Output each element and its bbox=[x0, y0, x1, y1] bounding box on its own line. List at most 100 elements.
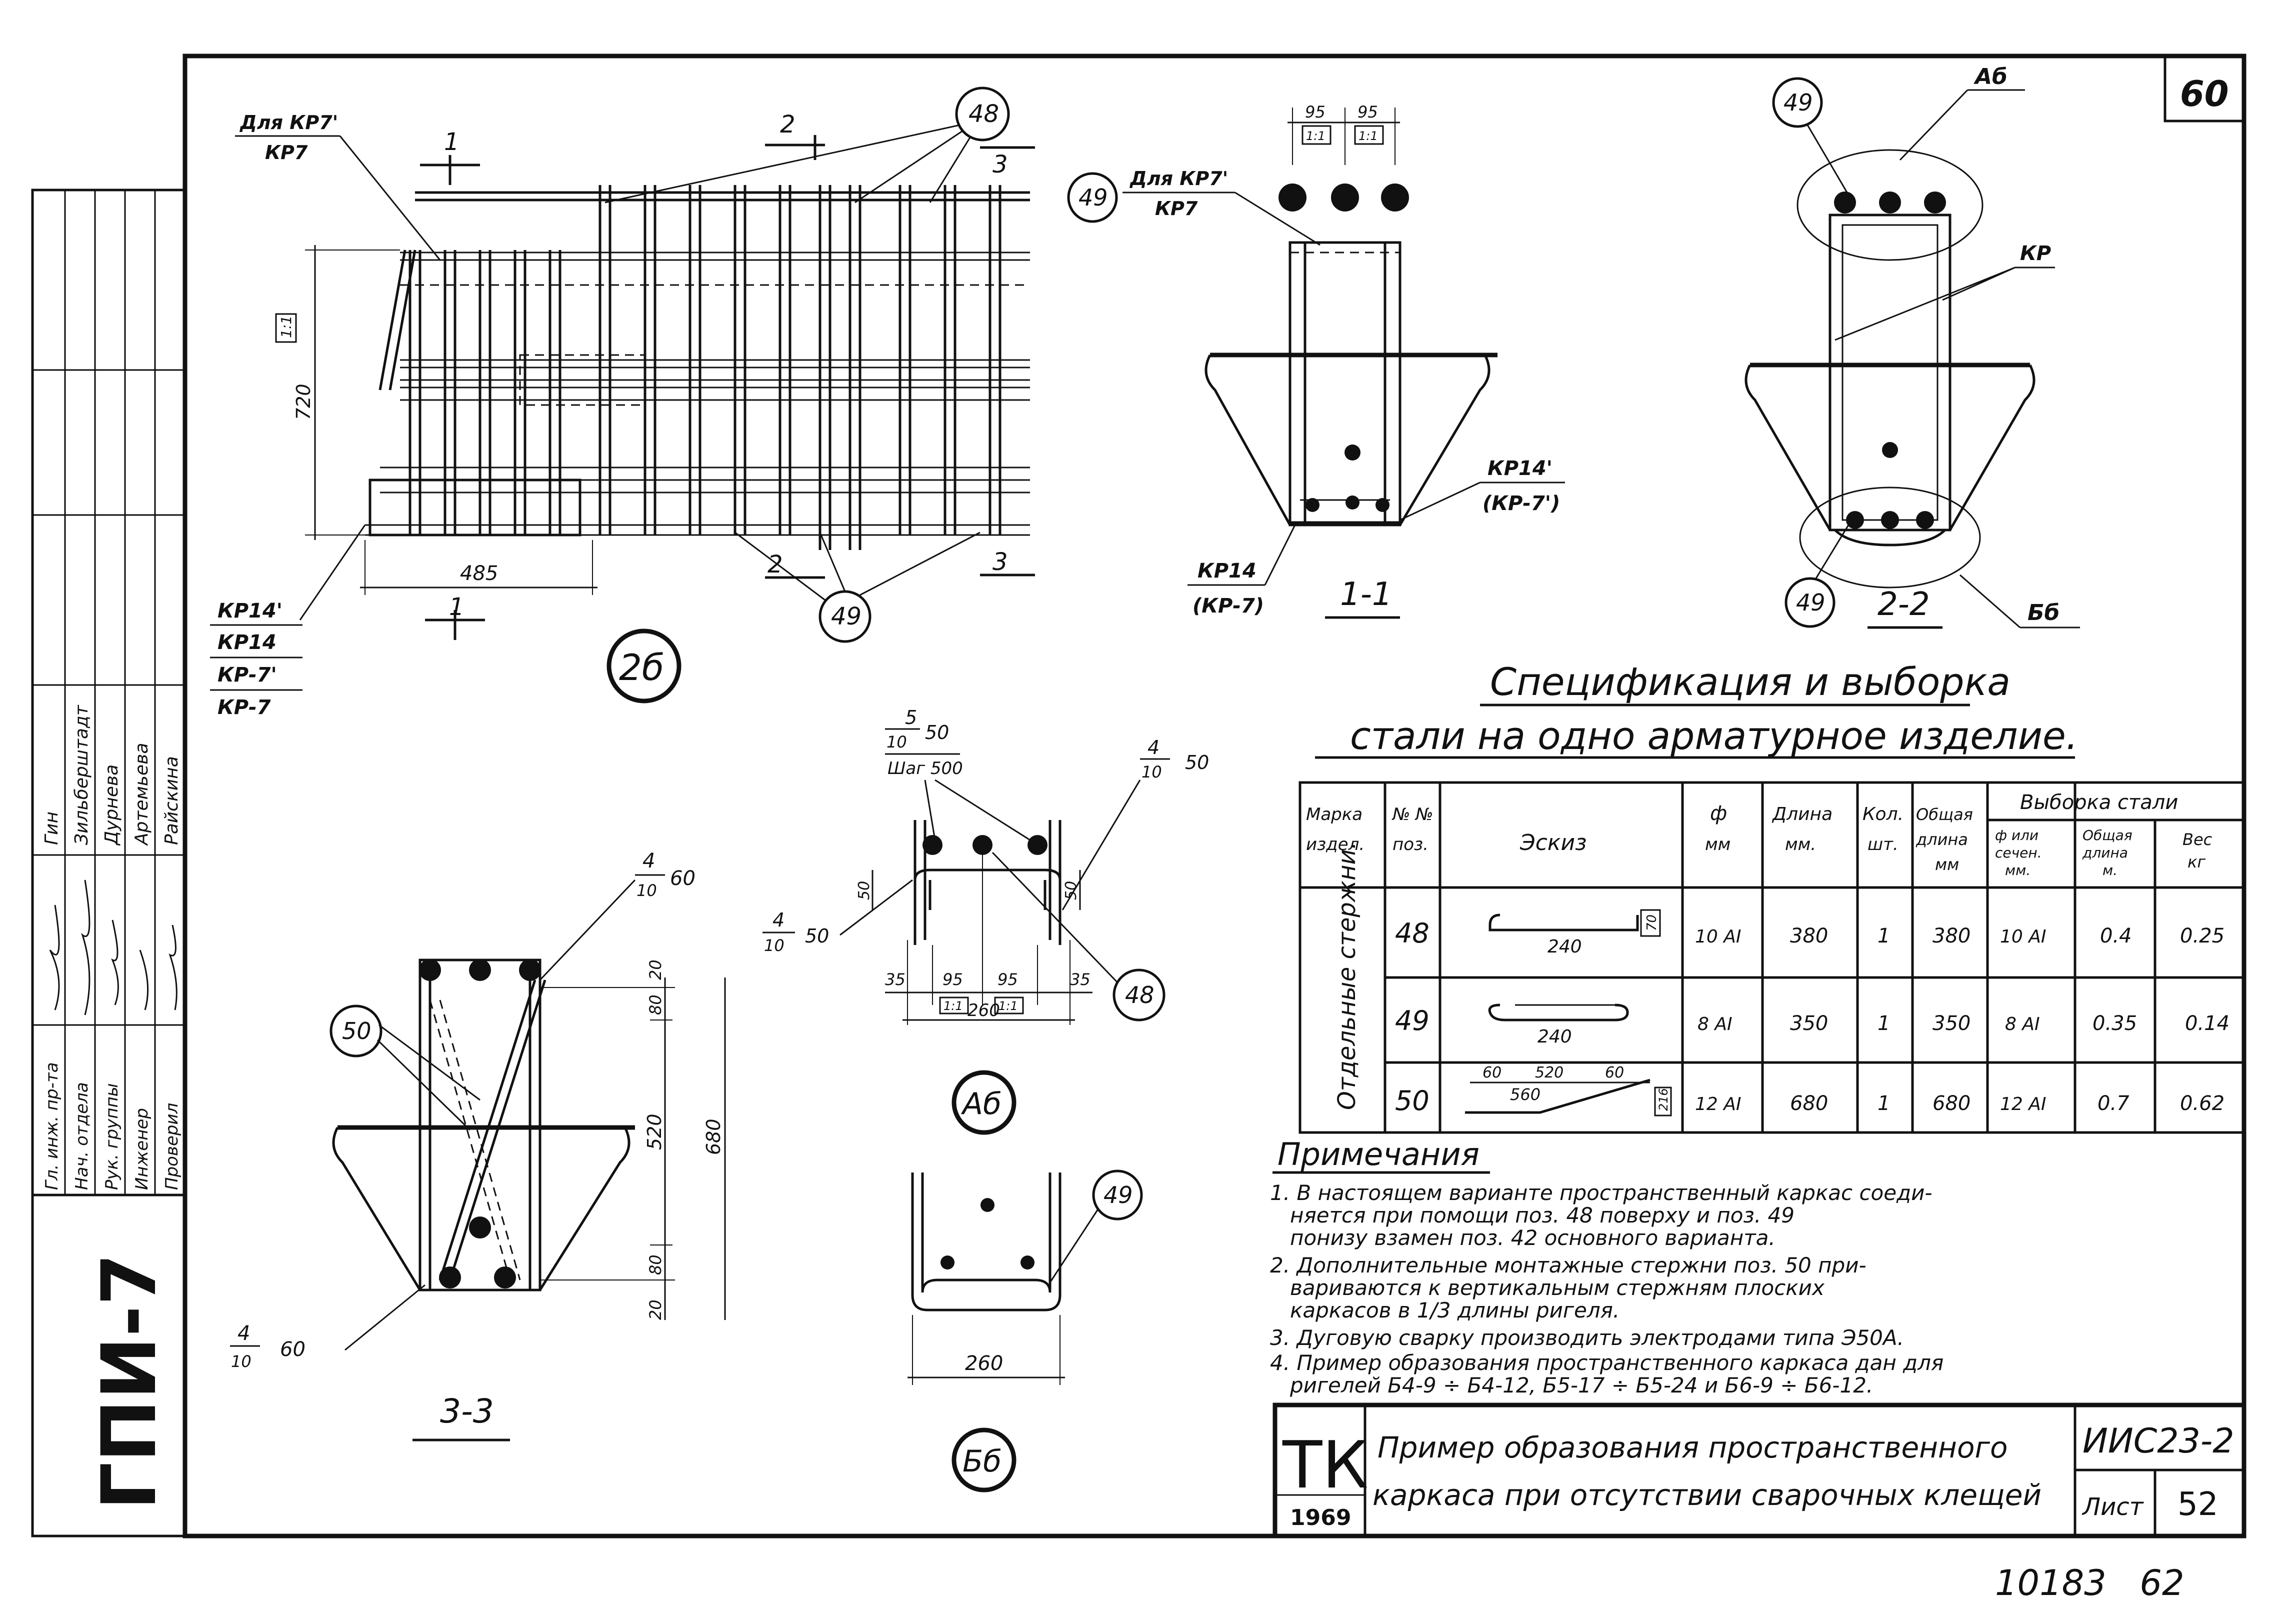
note-line-3: понизу взамен поз. 42 основного варианта… bbox=[1290, 1226, 1776, 1250]
note-line-2: няется при помощи поз. 48 поверху и поз.… bbox=[1290, 1203, 1794, 1228]
row-48-diam: 10 AI bbox=[1695, 926, 1742, 947]
hdr-sel-len-2: длина bbox=[2082, 844, 2128, 861]
row-50-qty: 1 bbox=[1878, 1092, 1890, 1115]
spec-title-1: Спецификация и выборка bbox=[1490, 660, 2010, 704]
row-50-side: 216 bbox=[1656, 1088, 1670, 1111]
hdr-sketch: Эскиз bbox=[1520, 830, 1586, 856]
section-mark-2-bottom: 2 bbox=[768, 550, 783, 578]
stamp-name-4: Артемьева bbox=[132, 743, 152, 846]
note-a-top-val: 50 bbox=[925, 722, 949, 744]
hdr-mark-1: Марка bbox=[1306, 804, 1362, 824]
row-49-weight: 0.14 bbox=[2185, 1012, 2230, 1035]
hdr-total-3: мм bbox=[1935, 855, 1959, 874]
dim-3-3-520: 520 bbox=[644, 1114, 666, 1150]
view-title-b: Бб bbox=[962, 1444, 1002, 1479]
dim-a-scale-b: 1:1 bbox=[998, 999, 1018, 1013]
title-sheet-no: 52 bbox=[2178, 1486, 2218, 1523]
label-kp-7-prime: КР-7' bbox=[218, 664, 277, 686]
label-kp7-prime: Для КР7' bbox=[240, 112, 338, 134]
label-3-3-top-den: 10 bbox=[636, 881, 657, 900]
stamp-role-5: Проверил bbox=[162, 1103, 182, 1190]
row-49-qty: 1 bbox=[1878, 1012, 1890, 1035]
note-a-top-den: 10 bbox=[886, 732, 907, 752]
row-48-side: 70 bbox=[1644, 914, 1660, 931]
hdr-sel-diam-1: ф или bbox=[1995, 827, 2038, 844]
stamp-name-2: Зильберштадт bbox=[72, 704, 92, 845]
row-49-diam: 8 AI bbox=[1698, 1014, 1732, 1034]
row-50-pos: 50 bbox=[1395, 1085, 1430, 1116]
row-48-length: 380 bbox=[1790, 924, 1828, 948]
note-a-step: Шаг 500 bbox=[888, 758, 963, 778]
row-50-dim-c: 60 bbox=[1605, 1064, 1624, 1082]
section-mark-1-top: 1 bbox=[444, 128, 460, 156]
view-title-2b: 2б bbox=[619, 646, 664, 688]
row-50-sel-diam: 12 AI bbox=[2000, 1094, 2046, 1114]
row-50-diam: 12 AI bbox=[1695, 1094, 1742, 1114]
label-1-1-kp14prime: КР14' bbox=[1488, 457, 1552, 480]
row-48-sel-len: 0.4 bbox=[2100, 924, 2132, 948]
label-kp14: КР14 bbox=[218, 631, 276, 654]
row-49-pos: 49 bbox=[1395, 1005, 1430, 1036]
hdr-sel-weight-2: кг bbox=[2188, 852, 2206, 872]
row-50-total: 680 bbox=[1932, 1092, 1970, 1115]
dim-a-35a: 35 bbox=[885, 970, 906, 989]
title-line-2: каркаса при отсутствии сварочных клещей bbox=[1372, 1478, 2042, 1512]
side-stamp: Гл. инж. пр-та Нач. отдела Рук. группы И… bbox=[31, 188, 186, 1538]
spec-title-2: стали на одно арматурное изделие. bbox=[1350, 714, 2078, 758]
view-b-detail: 49 260 Бб bbox=[908, 1170, 1143, 1492]
callout-49-elev: 49 bbox=[831, 602, 862, 630]
view-2-2-section: 49 49 Аб КР Бб 2-2 bbox=[1744, 64, 2080, 629]
note-line-8: 4. Пример образования пространственного … bbox=[1270, 1350, 1944, 1375]
callout-48-elev: 48 bbox=[968, 100, 999, 128]
dim-a-260: 260 bbox=[968, 1000, 1000, 1020]
hdr-len-2: мм. bbox=[1785, 834, 1816, 854]
hdr-total-2: длина bbox=[1916, 830, 1968, 849]
note-a-right-den: 10 bbox=[1142, 762, 1162, 782]
hdr-pos-2: поз. bbox=[1392, 834, 1428, 854]
note-line-1: 1. В настоящем варианте пространственный… bbox=[1270, 1180, 1932, 1205]
label-2-2-bb: Бб bbox=[2028, 600, 2060, 626]
title-logo: ТК bbox=[1282, 1427, 1368, 1503]
hdr-len-1: Длина bbox=[1772, 804, 1832, 824]
callout-49-2-2-bottom: 49 bbox=[1796, 589, 1826, 616]
dim-a-95b: 95 bbox=[998, 970, 1018, 989]
note-line-9: ригелей Б4-9 ÷ Б4-12, Б5-17 ÷ Б5-24 и Б6… bbox=[1290, 1373, 1873, 1398]
callout-49-1-1: 49 bbox=[1078, 184, 1108, 211]
dim-1-1-scale-a: 1:1 bbox=[1306, 129, 1326, 143]
dim-a-95a: 95 bbox=[942, 970, 963, 989]
label-kp14-prime: КР14' bbox=[218, 600, 282, 622]
note-a-top-num: 5 bbox=[905, 706, 917, 728]
label-2-2-ab: Аб bbox=[1974, 64, 2008, 90]
stamp-name-3: Дурнева bbox=[102, 764, 122, 846]
row-50-sel-len: 0.7 bbox=[2098, 1092, 2130, 1115]
sheet-frame bbox=[182, 54, 2246, 1538]
title-sheet-label: Лист bbox=[2082, 1493, 2144, 1521]
view-title-2-2: 2-2 bbox=[1878, 586, 1930, 623]
dim-a-35b: 35 bbox=[1070, 970, 1090, 989]
hdr-diam-2: мм bbox=[1705, 834, 1730, 854]
stamp-code: ГПИ-7 bbox=[86, 1254, 173, 1510]
title-line-1: Пример образования пространственного bbox=[1378, 1430, 2008, 1464]
callout-49-b: 49 bbox=[1104, 1182, 1133, 1208]
hdr-qty-2: шт. bbox=[1868, 834, 1898, 854]
spec-group-label: Отдельные стержни. bbox=[1333, 842, 1361, 1110]
dim-a-scale-a: 1:1 bbox=[944, 999, 963, 1013]
dim-b-260: 260 bbox=[965, 1352, 1003, 1375]
label-3-3-bot-den: 10 bbox=[231, 1352, 252, 1371]
row-50-weight: 0.62 bbox=[2180, 1092, 2224, 1115]
row-48-qty: 1 bbox=[1878, 924, 1890, 948]
note-a-left-num: 4 bbox=[772, 909, 784, 931]
row-48-weight: 0.25 bbox=[2180, 924, 2224, 948]
row-50-sketch: 560 bbox=[1510, 1085, 1540, 1104]
view-title-a: Аб bbox=[960, 1086, 1002, 1122]
row-49-sel-len: 0.35 bbox=[2092, 1012, 2137, 1035]
sheet-number: 60 bbox=[2180, 74, 2228, 114]
title-block: ТК 1969 Пример образования пространствен… bbox=[1272, 1402, 2246, 1538]
sheet-number-box bbox=[2164, 54, 2246, 122]
row-50-dim-b: 520 bbox=[1535, 1064, 1564, 1082]
view-a-detail: 35 95 95 35 1:1 1:1 260 50 50 5 10 50 Ша… bbox=[762, 706, 1209, 1135]
dim-1-1-95a: 95 bbox=[1305, 102, 1326, 122]
callout-48-a: 48 bbox=[1125, 982, 1154, 1008]
note-a-left-val: 50 bbox=[805, 925, 829, 947]
hdr-total-1: Общая bbox=[1916, 805, 1973, 824]
